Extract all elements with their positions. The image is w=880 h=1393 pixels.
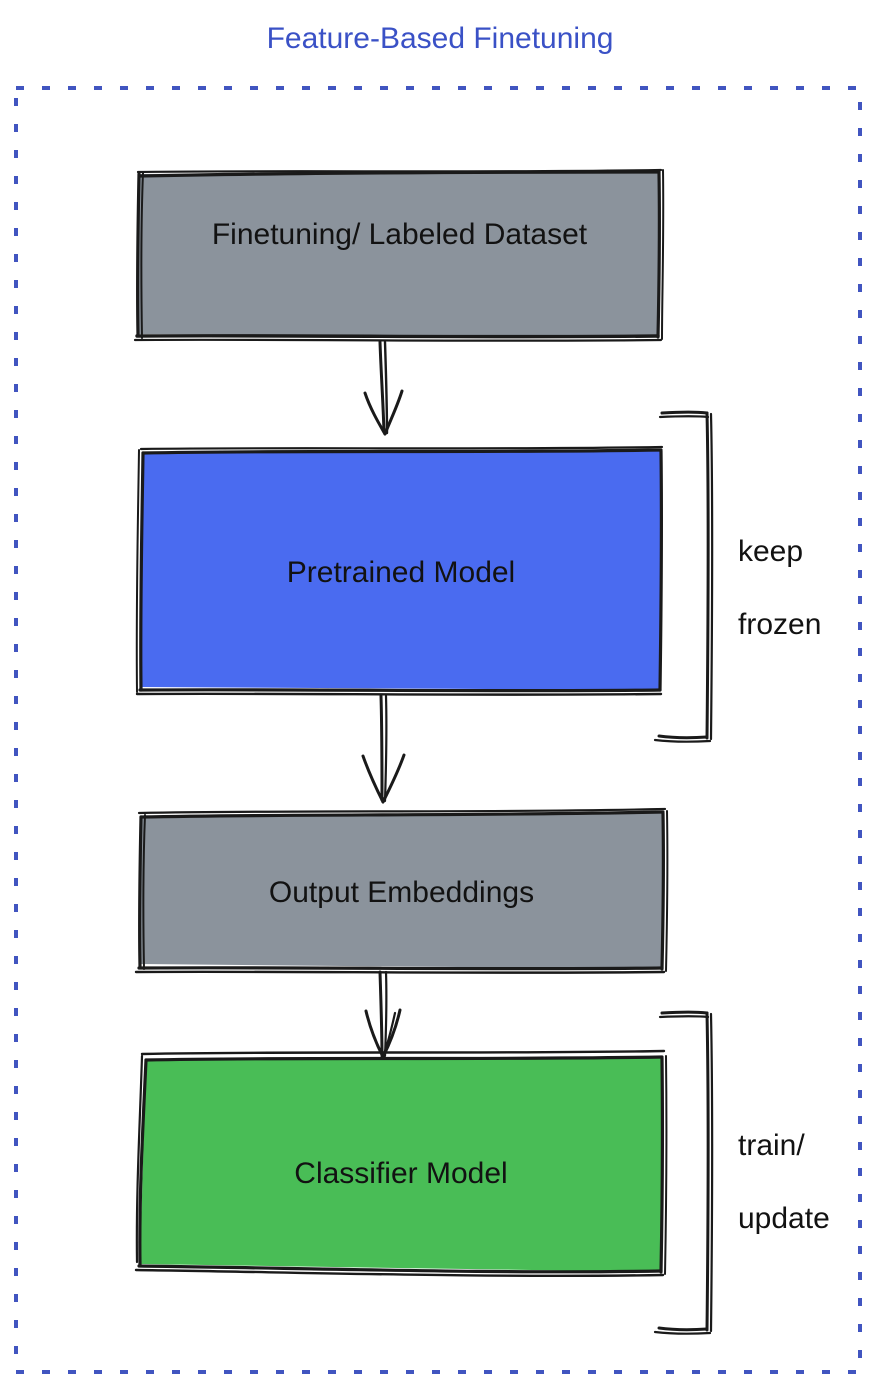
- annotation-train-update: train/ update: [738, 1091, 830, 1274]
- node-pretrained-model[interactable]: [135, 445, 664, 696]
- node-classifier-edge-right2: [664, 1055, 668, 1275]
- edge-embeddings-to-classifier: [364, 970, 402, 1059]
- node-classifier-fill: [140, 1057, 662, 1272]
- node-embeddings-edge-left2: [142, 814, 146, 970]
- node-dataset-edge-left: [135, 172, 141, 337]
- node-output-embeddings[interactable]: [134, 807, 669, 974]
- node-embeddings-edge-right2: [665, 810, 669, 972]
- node-classifier-model[interactable]: [134, 1049, 668, 1278]
- bracket-keep-frozen: [653, 410, 714, 743]
- node-dataset-edge-bottom2: [133, 338, 663, 342]
- node-dataset-fill: [138, 171, 660, 337]
- dashed-frame: [14, 86, 862, 1374]
- dashed-frame-rect: [14, 86, 862, 1374]
- node-dataset-edge-bottom: [135, 334, 660, 339]
- node-pretrained-edge-top2: [139, 445, 664, 451]
- node-classifier-edge-right: [659, 1056, 665, 1274]
- node-embeddings-edge-bottom2: [134, 970, 666, 974]
- node-dataset-edge-left2: [140, 172, 144, 339]
- node-pretrained-edge-right: [658, 449, 664, 692]
- page-title: Feature-Based Finetuning: [266, 22, 614, 55]
- node-classifier-edge-top: [144, 1055, 664, 1062]
- node-embeddings-edge-bottom: [137, 966, 664, 971]
- node-dataset[interactable]: [133, 168, 665, 342]
- edge-embeddings-arrowhead-left: [364, 1009, 385, 1059]
- edge-dataset-arrowhead-left: [363, 391, 387, 436]
- node-pretrained-edge-left2: [135, 449, 140, 693]
- node-pretrained-edge-bottom2: [135, 692, 663, 696]
- edge-dataset-to-pretrained: [363, 340, 404, 436]
- edge-pretrained-arrowhead-left: [361, 754, 385, 804]
- node-embeddings-edge-top2: [137, 807, 667, 815]
- node-dataset-edge-right: [656, 170, 662, 339]
- edge-pretrained-to-embeddings: [361, 694, 406, 804]
- edge-dataset-arrowhead-right: [383, 389, 404, 436]
- node-classifier-edge-top2: [140, 1049, 666, 1056]
- node-embeddings-fill: [140, 812, 663, 969]
- node-pretrained-edge-left: [139, 451, 145, 692]
- node-pretrained-edge-top: [141, 448, 663, 455]
- node-pretrained-fill: [141, 450, 661, 690]
- edge-embeddings-arrowhead-right2: [381, 1011, 397, 1059]
- annotation-keep-frozen-line1: keep: [738, 534, 804, 568]
- annotation-keep-frozen-line2: frozen: [738, 607, 822, 641]
- node-classifier-edge-left2: [135, 1054, 144, 1264]
- annotation-train-update-line2: update: [738, 1201, 830, 1235]
- annotation-keep-frozen: keep frozen: [738, 497, 821, 680]
- bracket-train-update: [653, 1010, 714, 1335]
- node-embeddings-edge-top: [139, 810, 665, 819]
- node-classifier-edge-bottom: [137, 1264, 663, 1274]
- node-embeddings-edge-left: [137, 815, 143, 968]
- annotation-train-update-line1: train/: [738, 1128, 805, 1162]
- node-classifier-edge-bottom2: [134, 1268, 665, 1278]
- node-dataset-edge-top2: [136, 168, 663, 174]
- node-pretrained-edge-bottom: [138, 688, 662, 693]
- edge-pretrained-arrowhead-right: [381, 753, 406, 804]
- node-dataset-edge-right2: [661, 169, 665, 340]
- node-classifier-edge-left: [138, 1058, 148, 1267]
- node-embeddings-edge-right: [660, 811, 666, 971]
